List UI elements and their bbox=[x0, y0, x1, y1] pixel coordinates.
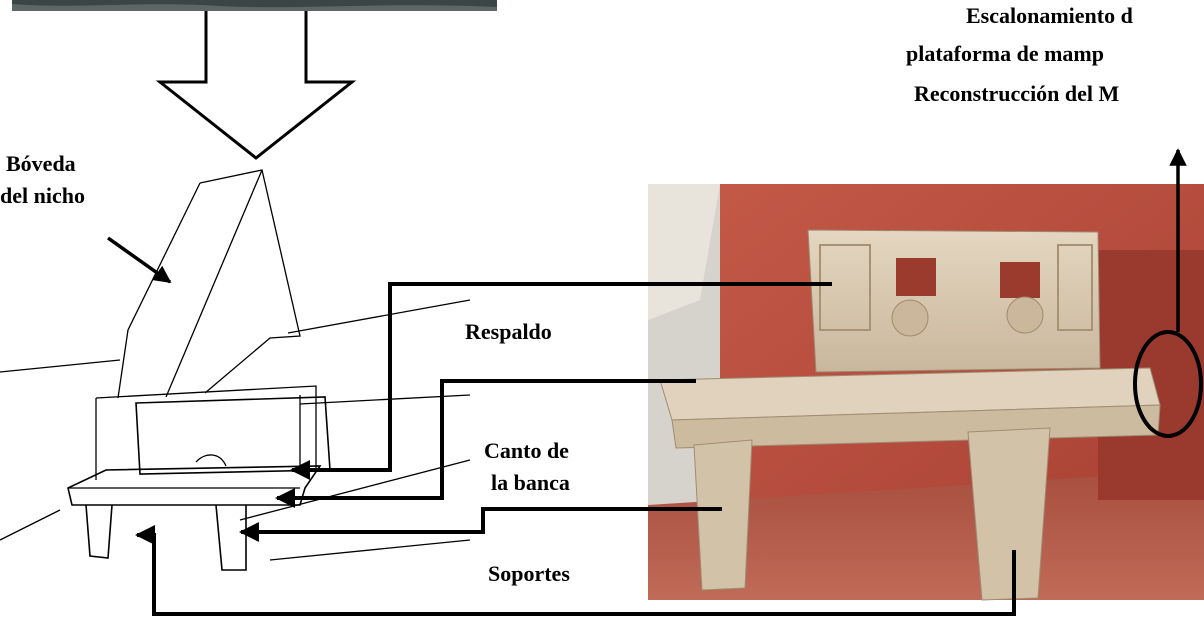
vault-label-line-2: del nicho bbox=[0, 183, 85, 208]
backrest-leader-arrow bbox=[290, 282, 832, 480]
vault-pointer-arrow bbox=[106, 236, 172, 284]
stepped-platform-label-line-1: Escalonamiento d bbox=[966, 3, 1133, 28]
top-photo-strip bbox=[12, 0, 497, 11]
bench-edge-label-line-1: Canto de bbox=[484, 438, 569, 463]
support-leader-arrow-front bbox=[239, 507, 722, 542]
bench-line-drawing bbox=[0, 169, 471, 571]
bench-edge-label-line-2: la banca bbox=[491, 470, 570, 495]
bench-photo bbox=[648, 184, 1204, 601]
stepped-platform-label-line-2: plataforma de mamp bbox=[906, 41, 1104, 66]
vault-label-line-1: Bóveda bbox=[6, 151, 76, 176]
stepped-platform-label-line-3: Reconstrucción del M bbox=[914, 81, 1120, 106]
bench-edge-leader-arrow bbox=[275, 379, 696, 508]
large-down-arrow bbox=[155, 11, 357, 160]
supports-label: Soportes bbox=[488, 561, 570, 586]
stepped-platform-circle bbox=[1133, 330, 1203, 438]
support-leader-arrow-loop bbox=[135, 525, 1016, 616]
backrest-label: Respaldo bbox=[465, 319, 552, 344]
